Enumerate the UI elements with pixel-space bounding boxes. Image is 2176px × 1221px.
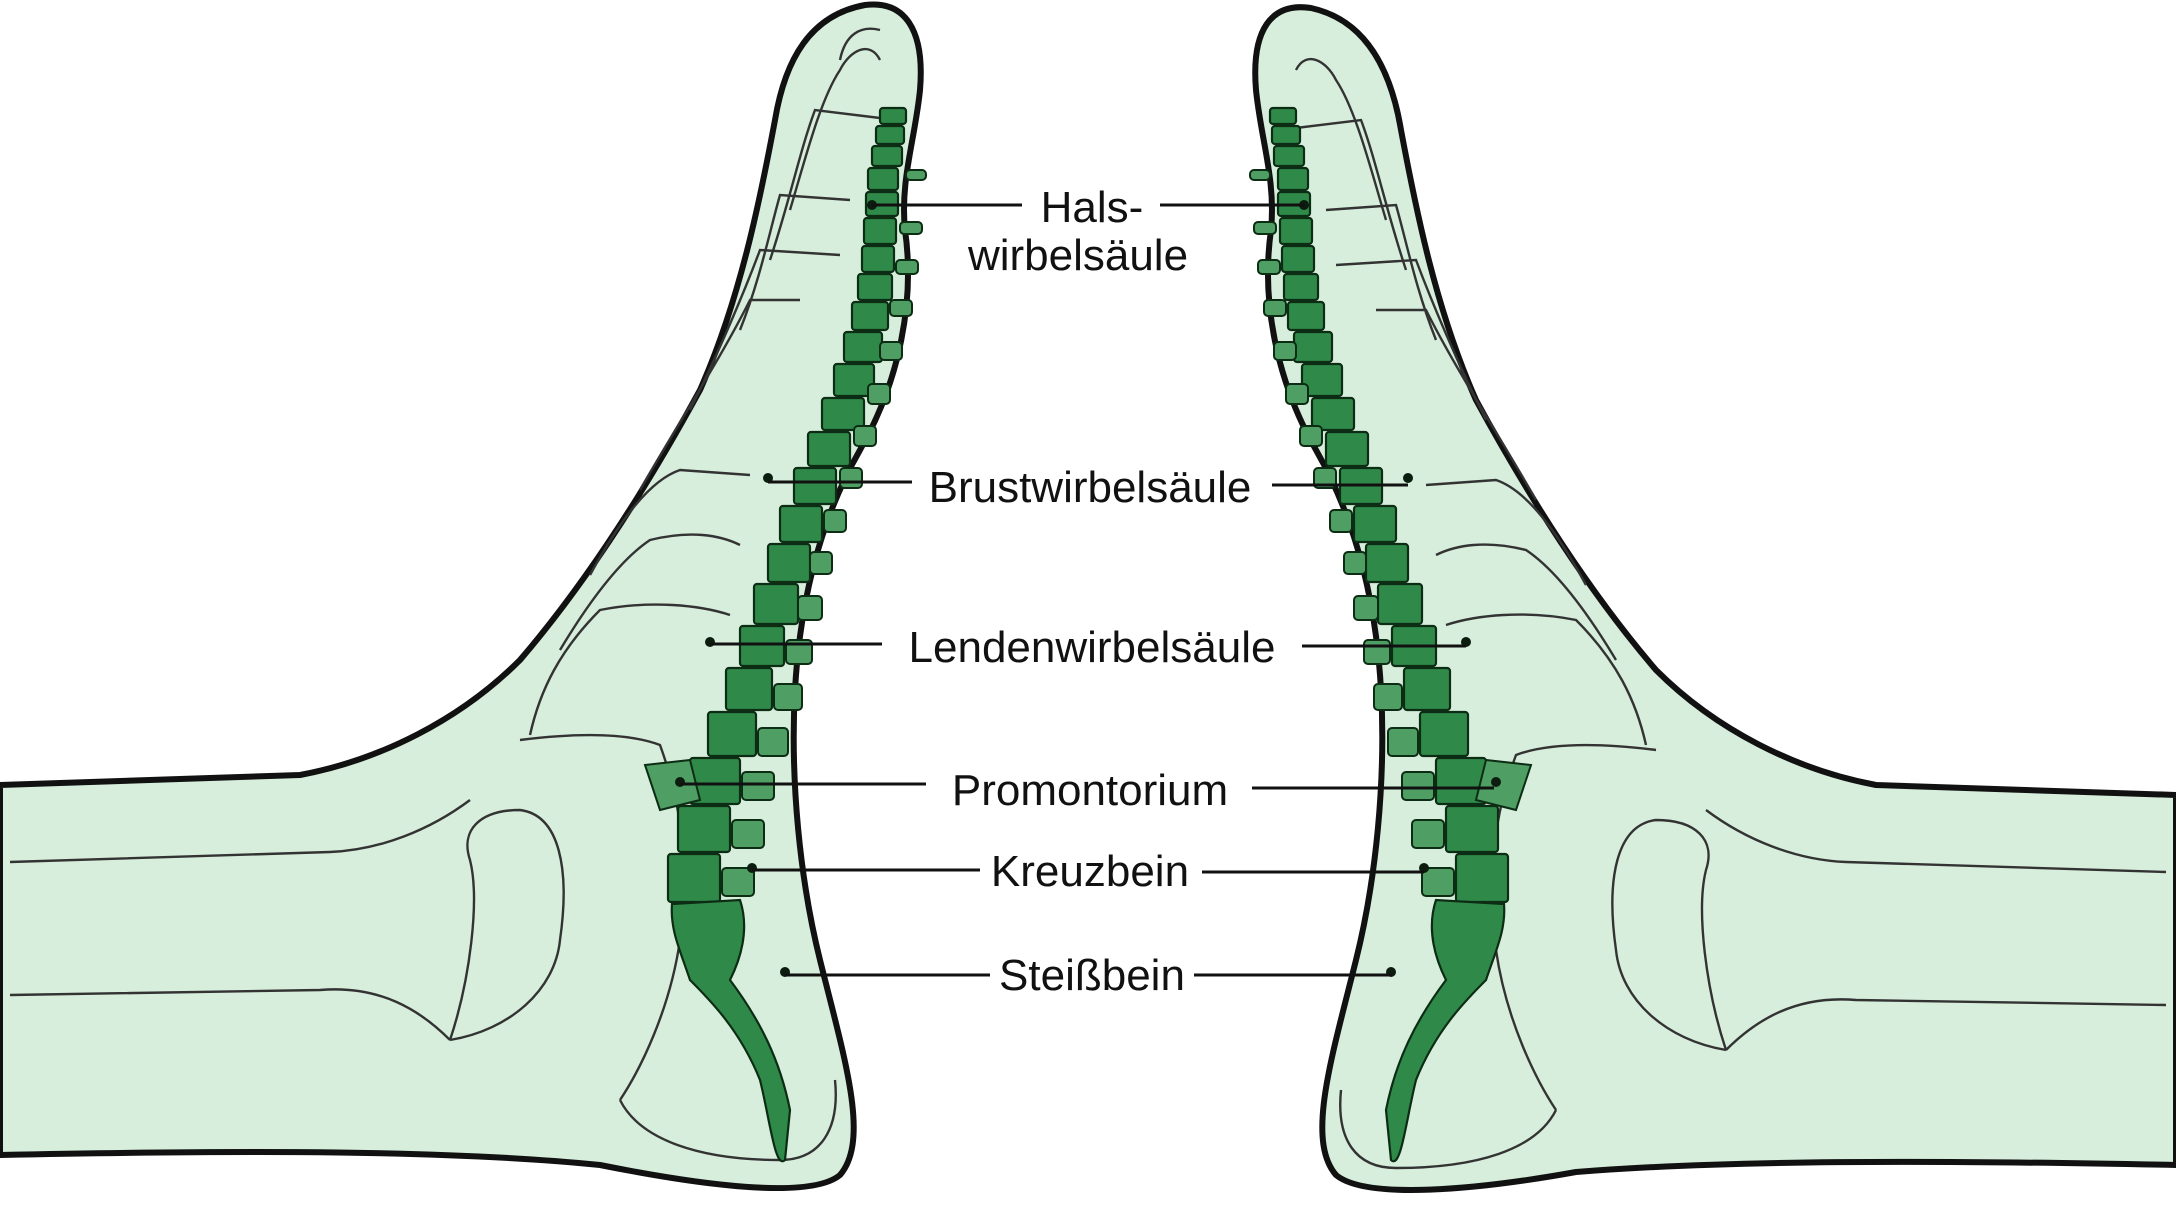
left-foot [0, 1, 927, 1192]
labels: Hals- wirbelsäule Brustwirbelsäule Lende… [909, 183, 1276, 1000]
label-cervical-line1: Hals- [1041, 183, 1144, 232]
label-lumbar: Lendenwirbelsäule [909, 623, 1276, 672]
leader-lines [680, 203, 1494, 977]
label-coccyx: Steißbein [999, 951, 1185, 1000]
label-promontory: Promontorium [952, 766, 1228, 815]
left-spine [643, 106, 927, 1163]
label-cervical-line2: wirbelsäule [967, 231, 1188, 280]
right-foot-bones [1294, 58, 2167, 1170]
label-sacrum: Kreuzbein [991, 847, 1189, 896]
label-thoracic: Brustwirbelsäule [929, 463, 1252, 512]
right-foot [1249, 4, 2176, 1193]
right-spine [1249, 106, 1533, 1163]
